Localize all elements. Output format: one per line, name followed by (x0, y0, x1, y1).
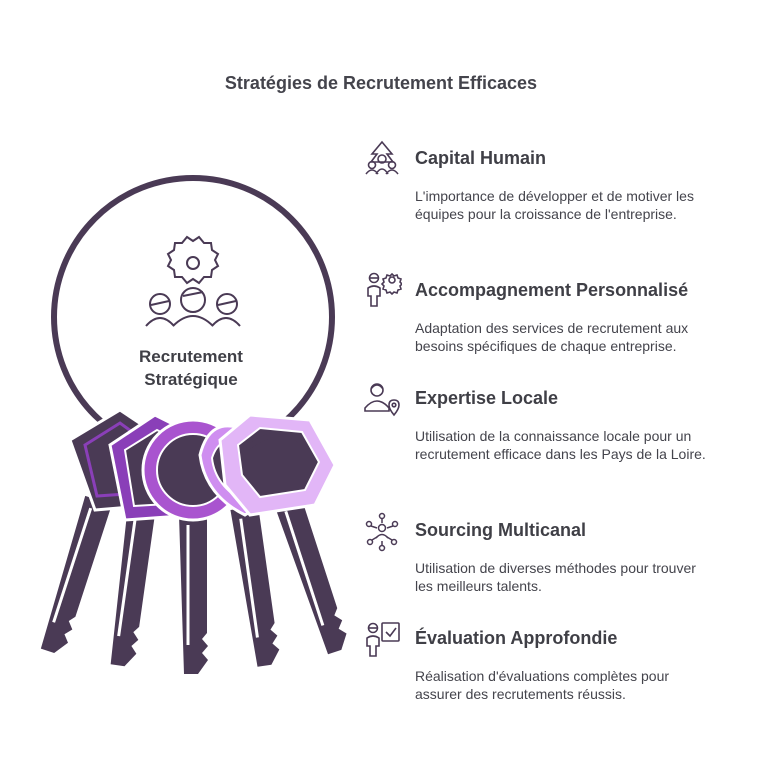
key-blades (40, 495, 347, 674)
person-gear-icon (367, 272, 402, 307)
center-label-line1: Recrutement (139, 347, 243, 366)
center-label-line2: Stratégique (144, 370, 238, 389)
person-checklist-icon (366, 622, 400, 657)
item-heading: Accompagnement Personnalisé (415, 280, 689, 300)
person-location-icon (364, 383, 400, 417)
item-heading: Sourcing Multicanal (415, 520, 587, 540)
item-description: Utilisation de diverses méthodes pour tr… (415, 560, 696, 594)
team-growth-icon (365, 140, 399, 175)
key-head-5 (218, 413, 337, 517)
item-description: Réalisation d'évaluations complètes pour… (415, 668, 670, 702)
network-people-icon (365, 512, 399, 552)
item-heading: Capital Humain (415, 148, 547, 168)
item-description: Utilisation de la connaissance locale po… (415, 428, 706, 462)
item-description: L'importance de développer et de motiver… (415, 188, 694, 222)
center-label: Recrutement Stratégique (112, 345, 270, 391)
item-heading: Évaluation Approfondie (415, 628, 618, 648)
gear-people-icon (145, 235, 241, 327)
diagram-title: Stratégies de Recrutement Efficaces (224, 73, 538, 93)
item-heading: Expertise Locale (415, 388, 559, 408)
item-description: Adaptation des services de recrutement a… (415, 320, 689, 354)
